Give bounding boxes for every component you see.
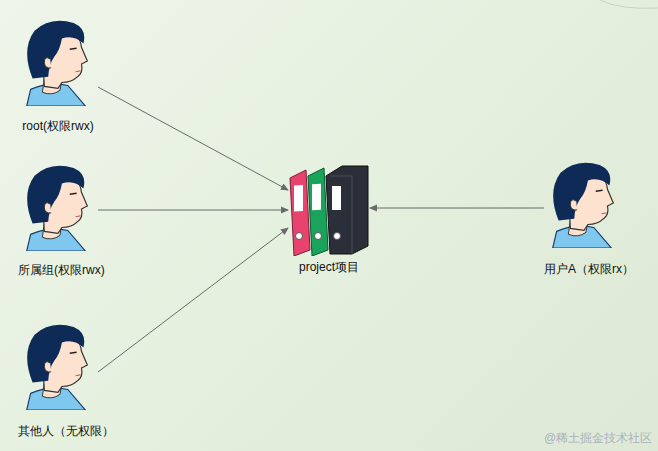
- person-icon: [18, 18, 98, 106]
- folder-node: project项目: [288, 164, 370, 274]
- arrow-connector: [370, 208, 544, 209]
- person-node: 其他人（无权限）: [18, 322, 98, 438]
- watermark: @稀土掘金技术社区: [544, 430, 652, 447]
- person-node: 所属组(权限rwx): [18, 163, 98, 277]
- node-label: 用户A（权限rx）: [544, 262, 624, 276]
- node-label: project项目: [288, 260, 370, 274]
- arrow-connector: [98, 228, 288, 372]
- node-label: 其他人（无权限）: [18, 424, 98, 438]
- node-label: 所属组(权限rwx): [18, 263, 98, 277]
- person-node: 用户A（权限rx）: [544, 160, 624, 276]
- person-icon: [544, 160, 624, 248]
- arrow-connector: [98, 210, 288, 211]
- person-icon: [18, 322, 98, 410]
- folder-icon: [288, 164, 370, 256]
- arrow-connector: [98, 87, 288, 190]
- person-icon: [18, 163, 98, 251]
- node-label: root(权限rwx): [18, 119, 98, 133]
- person-node: root(权限rwx): [18, 18, 98, 133]
